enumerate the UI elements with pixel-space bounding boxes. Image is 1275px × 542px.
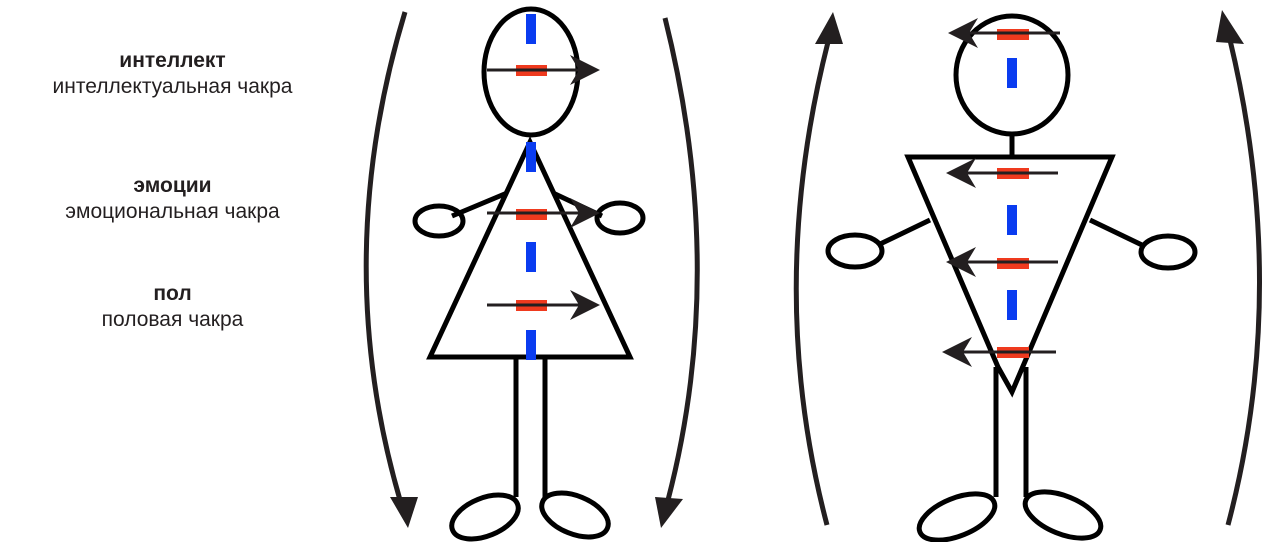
male-flow-left-head [815,12,843,44]
male-right-arm [1088,217,1144,248]
sex-label: пол половая чакра [0,281,345,333]
male-flow-right-head [1216,10,1244,44]
sex-subtitle: половая чакра [101,308,244,331]
female-left-hand [412,203,466,239]
male-torso [904,154,1116,398]
emotions-label: эмоции эмоциональная чакра [0,173,345,225]
female-left-foot [449,492,521,542]
flow-arrowheads [390,10,1244,528]
male-left-hand [825,232,885,270]
intellect-label: интеллект интеллектуальная чакра [0,48,345,100]
emotions-title: эмоции [133,174,212,197]
male-figure [825,13,1198,542]
male-left-foot [916,491,998,542]
female-right-hand [594,200,646,236]
intellect-subtitle: интеллектуальная чакра [52,75,293,98]
female-flow-right-head [655,497,683,528]
male-right-hand [1138,233,1198,271]
intellect-title: интеллект [119,49,226,72]
flow-arrows [363,11,1262,526]
female-flow-left [363,11,408,501]
female-right-foot [539,490,611,540]
female-chakras [487,55,600,320]
female-figure [412,6,646,542]
male-flow-right [1225,39,1262,526]
male-left-arm [876,217,932,248]
male-right-foot [1022,489,1104,541]
male-chakras [942,18,1060,367]
female-flow-right [662,17,700,501]
female-flow-left-head [390,497,418,528]
emotions-subtitle: эмоциональная чакра [65,200,280,223]
sex-title: пол [153,282,192,305]
male-flow-left [793,41,831,526]
